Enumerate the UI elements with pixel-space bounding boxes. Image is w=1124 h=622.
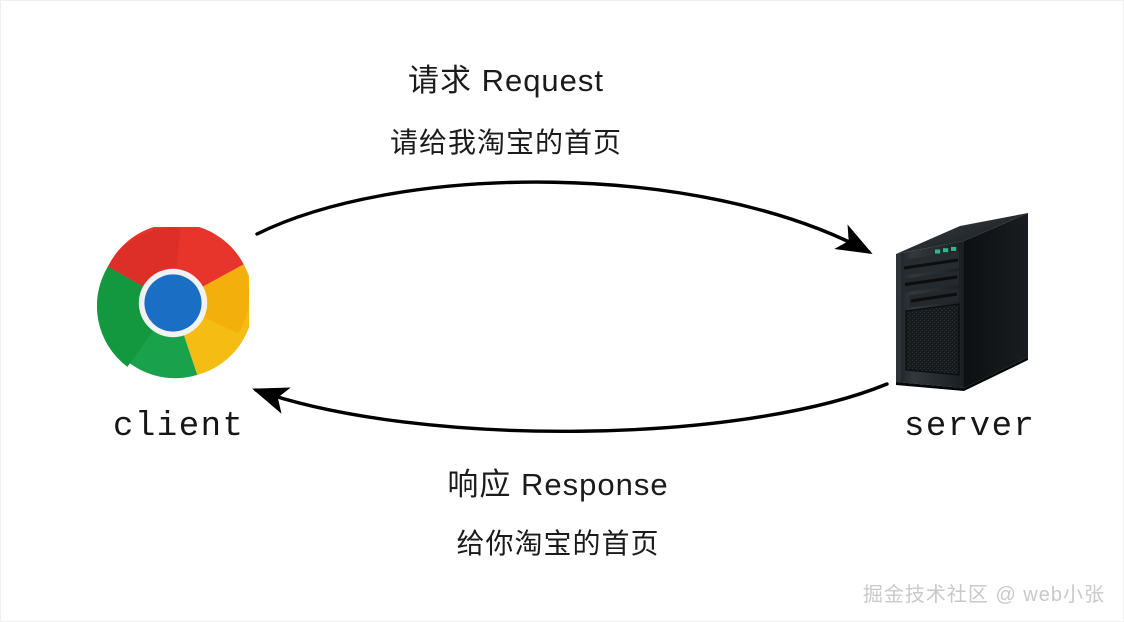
chrome-browser-icon	[97, 227, 249, 379]
response-detail: 给你淘宝的首页	[456, 528, 660, 559]
response-arrow	[252, 382, 889, 433]
watermark: 掘金技术社区 @ web小张	[862, 584, 1105, 606]
server-tower-icon	[896, 213, 1028, 391]
server-label: server	[904, 408, 1036, 446]
request-arrow	[255, 180, 873, 254]
request-title: 请求 Request	[407, 63, 605, 98]
request-detail: 请给我淘宝的首页	[389, 127, 622, 158]
response-title: 响应 Response	[447, 467, 669, 502]
client-label: client	[113, 408, 245, 446]
